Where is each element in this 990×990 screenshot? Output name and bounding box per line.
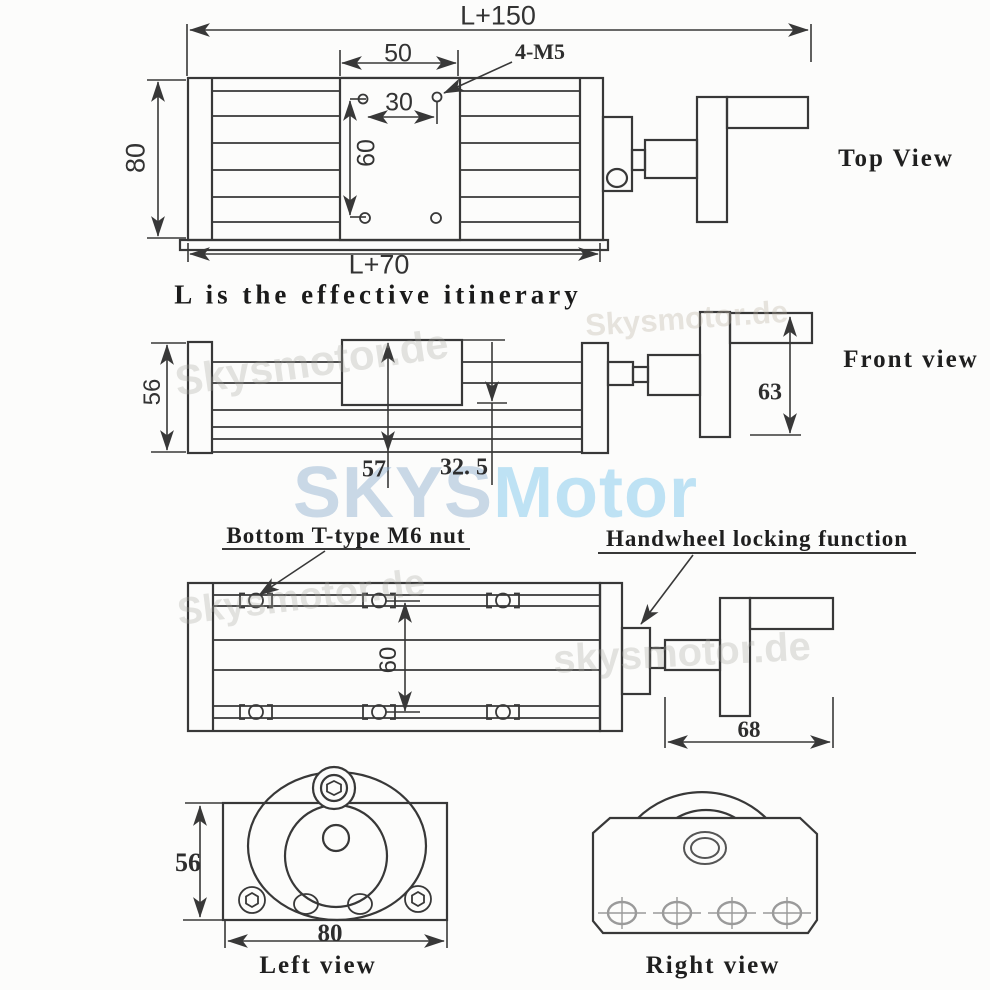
handwheel-top [695, 95, 810, 224]
handwheel-front [698, 310, 814, 439]
top-view-dimensions [147, 23, 812, 262]
coupler-front [606, 360, 635, 387]
dim-front-height: 56 [139, 378, 166, 406]
handwheel-bottom [718, 596, 835, 718]
extrusion-slots-left [212, 90, 340, 223]
left-view-dimensions [183, 802, 448, 948]
dim-overall-length: L+150 [460, 0, 536, 31]
effective-travel-note: L is the effective itinerary [174, 279, 582, 310]
hole-crosshairs [598, 897, 811, 929]
hub-block-front [646, 353, 702, 397]
dim-handwheel-height: 63 [758, 379, 782, 406]
dim-slot-pitch: 60 [375, 646, 402, 674]
bottom-view-dimensions [222, 548, 916, 749]
t-nuts [239, 592, 520, 720]
front-view-label: Front view [843, 346, 979, 373]
dim-hole-pitch-y: 60 [352, 139, 381, 167]
t-nut [239, 704, 273, 720]
shaft-front [631, 365, 650, 384]
handwheel-hub [283, 803, 389, 909]
handwheel-arc-inner [674, 808, 738, 820]
dim-overall-height: 57 [362, 456, 386, 483]
locking-block-bottom [620, 626, 652, 696]
m5-leader [443, 61, 513, 94]
t-nut-callout: Bottom T-type M6 nut [226, 523, 466, 548]
front-view [186, 310, 814, 455]
dim-body-width: 80 [120, 142, 151, 174]
shaft-bore [683, 831, 727, 865]
dim-left-width: 80 [317, 920, 343, 947]
t-nut [486, 592, 520, 609]
extrusion-slots-right [460, 90, 580, 223]
top-view-label: Top View [838, 145, 954, 172]
handwheel-arc-outer [636, 791, 768, 820]
locking-screw [605, 167, 629, 189]
fixing-holes [598, 897, 811, 929]
end-plate-right-view [591, 816, 819, 935]
end-block-right-front [580, 341, 610, 455]
dim-hole-pitch-x: 30 [385, 88, 413, 117]
slot-lines-bottom [213, 594, 600, 719]
center-hole [321, 823, 351, 853]
front-view-dimensions [151, 316, 801, 488]
end-plate-bottom [598, 581, 624, 733]
bottom-bosses [293, 893, 373, 915]
t-nut-leader [258, 550, 326, 596]
shaft-bottom [648, 646, 667, 670]
locking-leader [640, 554, 694, 625]
left-view-label: Left view [259, 952, 377, 979]
hub-block-top [643, 138, 699, 180]
shaft-top [630, 148, 647, 172]
dim-rail-length: L+70 [348, 249, 410, 280]
locking-callout: Handwheel locking function [605, 526, 909, 551]
dim-left-height: 56 [175, 848, 201, 877]
bottom-view [186, 581, 835, 733]
end-block-left-front [186, 340, 214, 455]
t-nut [486, 704, 520, 720]
left-view [221, 765, 449, 922]
right-view [591, 791, 819, 935]
carriage-block-front [340, 338, 464, 407]
hub-block-bottom [663, 638, 722, 672]
mounting-holes [357, 91, 443, 224]
base-plate-top [178, 238, 610, 252]
right-view-label: Right view [645, 952, 781, 979]
top-view [178, 76, 810, 252]
thread-callout: 4-M5 [514, 39, 566, 64]
dim-plate-hole-width: 50 [384, 39, 412, 68]
carriage-plate-top [338, 76, 462, 242]
dim-handwheel-length: 68 [737, 717, 761, 742]
corner-bolts [238, 885, 432, 914]
dim-table-height: 32. 5 [440, 454, 488, 481]
handle-knob [311, 765, 357, 811]
